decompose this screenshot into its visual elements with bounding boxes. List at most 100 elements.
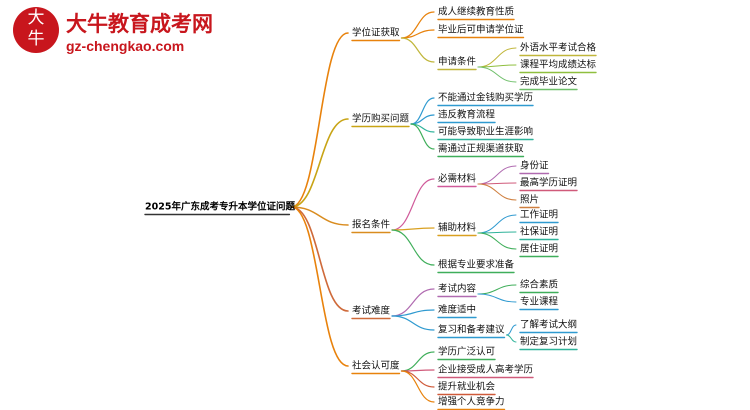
root-node[interactable]: 2025年广东成考专升本学位证问题 xyxy=(144,201,295,216)
branch-3[interactable]: 考试难度 xyxy=(351,305,391,320)
subbranch-0-0[interactable]: 成人继续教育性质 xyxy=(437,6,515,21)
branch-connector-2 xyxy=(290,206,349,226)
leaf-0-2-1[interactable]: 课程平均成绩达标 xyxy=(519,59,597,74)
site-logo: 大 牛 大牛教育成考网 gz-chengkao.com xyxy=(8,6,238,62)
subbranch-3-1[interactable]: 难度适中 xyxy=(437,304,477,319)
subbranch-1-2[interactable]: 可能导致职业生涯影响 xyxy=(437,126,534,141)
branch-2[interactable]: 报名条件 xyxy=(351,219,391,234)
subbranch-connector-1-3 xyxy=(410,123,435,150)
subbranch-1-0[interactable]: 不能通过金钱购买学历 xyxy=(437,92,534,107)
leaf-3-2-1-text: 制定复习计划 xyxy=(520,336,577,348)
brand-url-en: gz-chengkao.com xyxy=(66,38,185,54)
subbranch-connector-2-0 xyxy=(391,178,435,231)
leaf-2-1-0-text: 工作证明 xyxy=(520,209,558,221)
subbranch-4-1-text: 企业接受成人高考学历 xyxy=(438,364,533,376)
subbranch-4-2-text: 提升就业机会 xyxy=(438,381,496,393)
subbranch-4-3-text: 增强个人竞争力 xyxy=(438,396,505,408)
branch-connector-1 xyxy=(290,118,349,208)
subbranch-0-2[interactable]: 申请条件 xyxy=(437,56,477,71)
subbranch-1-1-text: 违反教育流程 xyxy=(438,109,496,121)
subbranch-1-0-text: 不能通过金钱购买学历 xyxy=(438,92,533,104)
leaf-3-0-0[interactable]: 综合素质 xyxy=(519,279,559,294)
logo-mark-char-2: 牛 xyxy=(28,29,45,49)
branch-connector-4 xyxy=(290,206,349,367)
subbranch-1-3-text: 需通过正规渠道获取 xyxy=(438,143,524,155)
leaf-connector-3-2-0 xyxy=(506,324,517,336)
subbranch-0-1-text: 毕业后可申请学位证 xyxy=(438,24,524,36)
subbranch-4-0-text: 学历广泛认可 xyxy=(438,346,495,358)
leaf-connector-2-0-0 xyxy=(477,165,517,185)
branch-2-text: 报名条件 xyxy=(352,219,391,231)
logo-mark-icon: 大 牛 xyxy=(13,7,59,53)
leaf-2-0-2[interactable]: 照片 xyxy=(519,194,540,209)
leaf-2-1-1-text: 社保证明 xyxy=(520,226,558,238)
branch-1[interactable]: 学历购买问题 xyxy=(351,113,410,128)
subbranch-2-1[interactable]: 辅助材料 xyxy=(437,222,477,237)
subbranch-3-1-text: 难度适中 xyxy=(438,304,476,316)
leaf-2-1-2-text: 居住证明 xyxy=(520,243,558,255)
subbranch-0-2-text: 申请条件 xyxy=(438,56,477,68)
leaf-2-0-2-text: 照片 xyxy=(520,194,539,206)
leaf-connector-2-1-0 xyxy=(477,214,517,234)
leaf-3-2-0[interactable]: 了解考试大纲 xyxy=(519,319,578,334)
leaf-connector-2-1-2 xyxy=(477,232,517,250)
subbranch-connector-4-2 xyxy=(400,370,435,388)
leaf-connector-0-2-2 xyxy=(477,66,517,83)
subbranch-1-2-text: 可能导致职业生涯影响 xyxy=(438,126,533,138)
subbranch-2-2[interactable]: 根据专业要求准备 xyxy=(437,259,515,274)
subbranch-3-2-text: 复习和备考建议 xyxy=(438,324,505,336)
root-node-text: 2025年广东成考专升本学位证问题 xyxy=(145,201,295,213)
leaf-3-0-0-text: 综合素质 xyxy=(520,279,559,291)
subbranch-1-3[interactable]: 需通过正规渠道获取 xyxy=(437,143,525,158)
leaf-connector-3-0-0 xyxy=(477,284,517,295)
subbranch-connector-0-1 xyxy=(400,29,435,39)
branch-connector-0 xyxy=(290,32,349,208)
branch-4-text: 社会认可度 xyxy=(352,360,400,372)
subbranch-0-1[interactable]: 毕业后可申请学位证 xyxy=(437,24,525,39)
leaf-0-2-1-text: 课程平均成绩达标 xyxy=(520,59,597,71)
leaf-2-1-0[interactable]: 工作证明 xyxy=(519,209,559,224)
subbranch-connector-3-0 xyxy=(391,288,435,317)
subbranch-connector-2-2 xyxy=(391,229,435,266)
leaf-2-1-1[interactable]: 社保证明 xyxy=(519,226,559,241)
subbranch-connector-4-3 xyxy=(400,370,435,403)
subbranch-2-2-text: 根据专业要求准备 xyxy=(438,259,515,271)
subbranch-1-1[interactable]: 违反教育流程 xyxy=(437,109,496,124)
branch-4[interactable]: 社会认可度 xyxy=(351,360,401,375)
leaf-2-0-1-text: 最高学历证明 xyxy=(520,177,577,189)
branch-0-text: 学位证获取 xyxy=(352,27,400,39)
branch-0[interactable]: 学位证获取 xyxy=(351,27,401,42)
subbranch-4-2[interactable]: 提升就业机会 xyxy=(437,381,496,396)
subbranch-4-1[interactable]: 企业接受成人高考学历 xyxy=(437,364,534,379)
subbranch-3-2[interactable]: 复习和备考建议 xyxy=(437,324,506,339)
leaf-2-0-0-text: 身份证 xyxy=(520,160,549,172)
subbranch-2-0[interactable]: 必需材料 xyxy=(437,173,477,188)
leaf-2-1-2[interactable]: 居住证明 xyxy=(519,243,559,258)
leaf-3-2-0-text: 了解考试大纲 xyxy=(520,319,577,331)
subbranch-2-1-text: 辅助材料 xyxy=(438,222,477,234)
leaf-3-0-1[interactable]: 专业课程 xyxy=(519,296,559,311)
subbranch-3-0-text: 考试内容 xyxy=(438,283,477,295)
branch-1-text: 学历购买问题 xyxy=(352,113,410,125)
leaf-0-2-0[interactable]: 外语水平考试合格 xyxy=(519,42,597,57)
logo-mark-char-1: 大 xyxy=(28,8,45,28)
leaf-0-2-0-text: 外语水平考试合格 xyxy=(520,42,597,54)
leaf-3-2-1[interactable]: 制定复习计划 xyxy=(519,336,578,351)
subbranch-4-0[interactable]: 学历广泛认可 xyxy=(437,346,496,361)
subbranch-connector-4-0 xyxy=(400,351,435,372)
leaf-connector-0-2-0 xyxy=(477,47,517,68)
subbranch-connector-3-2 xyxy=(391,315,435,331)
leaf-0-2-2[interactable]: 完成毕业论文 xyxy=(519,76,578,91)
leaf-2-0-0[interactable]: 身份证 xyxy=(519,160,550,175)
leaf-3-0-1-text: 专业课程 xyxy=(520,296,559,308)
leaf-0-2-2-text: 完成毕业论文 xyxy=(520,76,578,88)
leaf-connector-2-0-2 xyxy=(477,183,517,201)
leaf-2-0-1[interactable]: 最高学历证明 xyxy=(519,177,578,192)
leaf-connector-3-0-1 xyxy=(477,293,517,303)
subbranch-3-0[interactable]: 考试内容 xyxy=(437,283,477,298)
branch-3-text: 考试难度 xyxy=(352,305,391,317)
subbranch-4-3[interactable]: 增强个人竞争力 xyxy=(437,396,506,410)
subbranch-connector-2-1 xyxy=(391,227,435,231)
